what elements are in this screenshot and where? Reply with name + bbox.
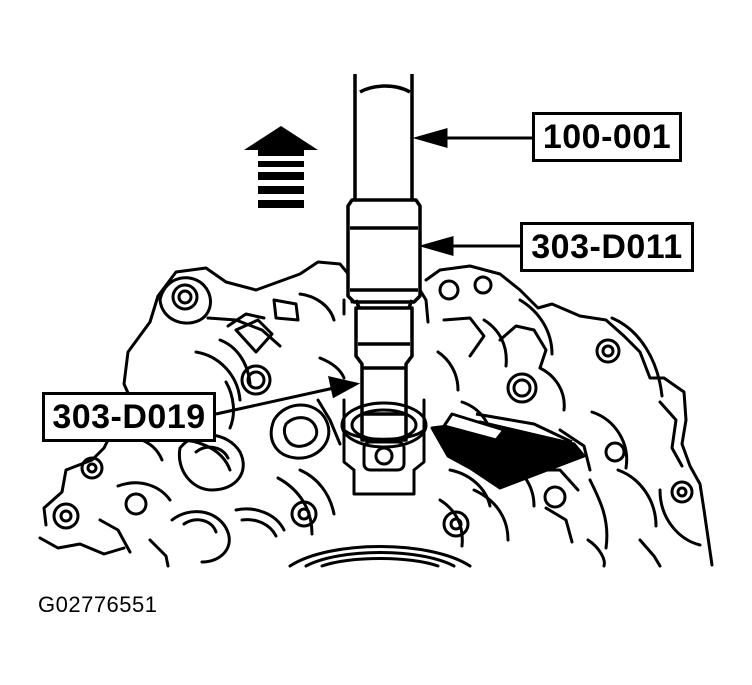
tool-shaft xyxy=(353,74,414,214)
housing-boss-right xyxy=(595,338,621,364)
callout-100-001: 100-001 xyxy=(532,112,682,162)
tool-remover xyxy=(354,306,414,442)
housing-boss-left xyxy=(171,283,199,311)
bolt-left xyxy=(240,364,272,396)
bolt-right xyxy=(506,372,538,404)
leader-line-303-d019 xyxy=(215,386,335,416)
up-arrow-icon xyxy=(244,126,318,208)
figure-id: G02776551 xyxy=(38,592,158,617)
right-pointing-arrow-icon xyxy=(430,412,586,490)
callout-303-d011: 303-D011 xyxy=(520,222,694,272)
housing-outline xyxy=(42,260,714,567)
tool-adapter xyxy=(346,198,422,304)
main-bore xyxy=(288,545,472,568)
callout-303-d019: 303-D019 xyxy=(42,392,216,442)
